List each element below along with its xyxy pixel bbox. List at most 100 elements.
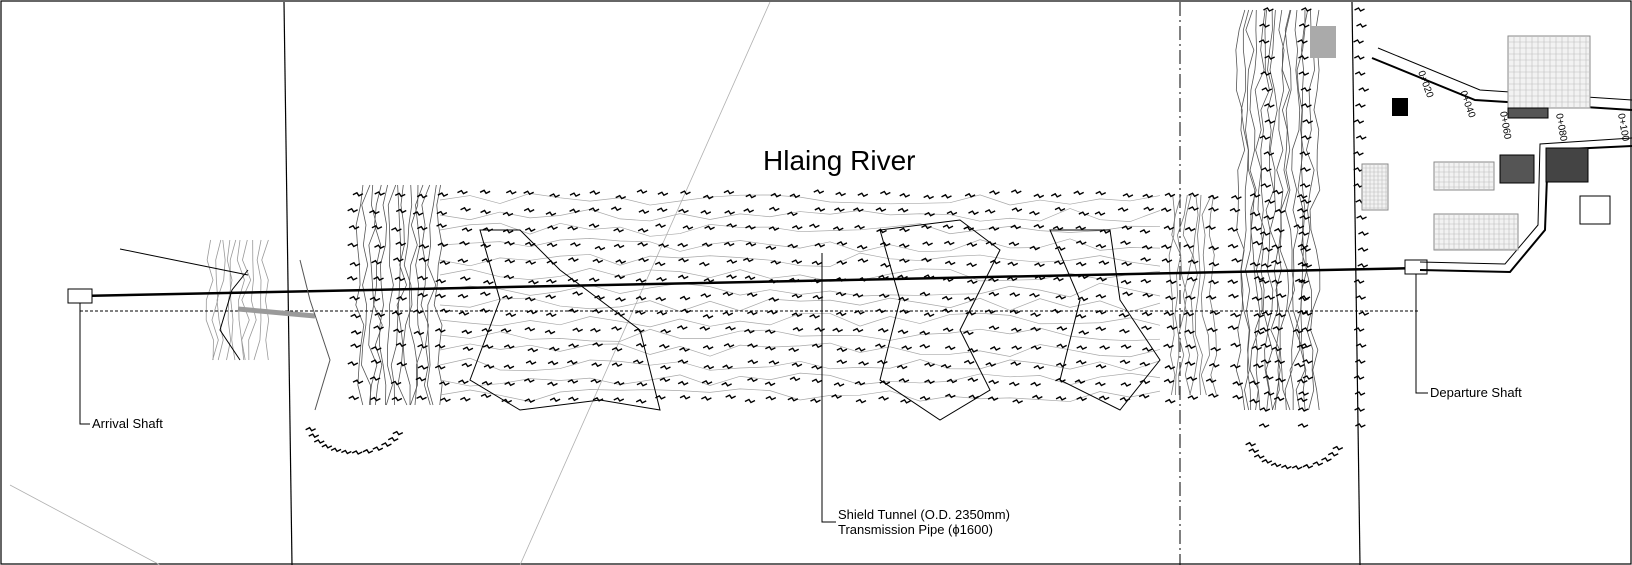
sounding-mark xyxy=(836,359,848,365)
sounding-mark xyxy=(1010,224,1022,230)
sounding-mark xyxy=(1260,343,1271,348)
sounding-mark xyxy=(1141,311,1153,317)
sounding-mark xyxy=(1184,295,1196,301)
sounding-mark xyxy=(967,347,979,353)
sounding-mark xyxy=(395,342,407,348)
sounding-mark xyxy=(656,207,668,213)
sounding-mark xyxy=(1297,39,1308,44)
sounding-mark xyxy=(387,436,399,442)
sounding-mark xyxy=(1298,391,1309,396)
sounding-mark xyxy=(457,189,468,195)
sounding-mark xyxy=(945,393,956,399)
sounding-mark xyxy=(744,275,756,281)
contour-line xyxy=(1168,194,1176,396)
sounding-mark xyxy=(854,309,865,315)
sounding-mark xyxy=(417,275,429,281)
sounding-mark xyxy=(1263,375,1274,380)
sounding-mark xyxy=(483,364,495,369)
sounding-mark xyxy=(1227,227,1239,232)
sounding-mark xyxy=(655,296,667,302)
sounding-mark xyxy=(989,190,1000,195)
contour-line xyxy=(1284,9,1295,411)
sounding-mark xyxy=(1095,309,1107,315)
sounding-mark xyxy=(1007,261,1019,267)
contour-line xyxy=(379,184,389,406)
depth-contour xyxy=(1049,229,1161,411)
station-mark-5: 0+100 xyxy=(1615,113,1631,143)
sounding-mark xyxy=(943,240,955,246)
sounding-mark xyxy=(374,244,385,250)
riverbed-contour xyxy=(439,208,1161,222)
sounding-mark xyxy=(1249,261,1261,267)
sounding-mark xyxy=(1139,229,1151,234)
sounding-mark xyxy=(594,295,605,300)
sounding-mark xyxy=(852,292,864,298)
sounding-mark xyxy=(613,397,625,402)
sounding-mark xyxy=(1227,279,1239,285)
sounding-mark xyxy=(611,346,623,352)
contour-line xyxy=(1177,194,1188,396)
contour-line xyxy=(1208,194,1217,396)
sounding-mark xyxy=(679,295,691,301)
sounding-mark xyxy=(1299,183,1311,188)
sounding-mark xyxy=(393,328,404,334)
arrival-shaft-label: Arrival Shaft xyxy=(92,416,163,431)
sounding-mark xyxy=(944,345,956,351)
sounding-mark xyxy=(1262,247,1273,252)
sounding-mark xyxy=(765,395,777,401)
sounding-mark xyxy=(590,378,602,384)
sounding-mark xyxy=(922,241,933,247)
sounding-mark xyxy=(417,292,428,298)
sounding-mark xyxy=(660,365,671,370)
sounding-mark xyxy=(1030,345,1042,351)
sounding-mark xyxy=(899,227,910,233)
contour-line xyxy=(1279,9,1292,411)
sounding-mark xyxy=(921,257,932,263)
sounding-mark xyxy=(611,326,622,331)
sounding-mark xyxy=(722,291,734,297)
contour-line xyxy=(241,239,252,361)
departure-shaft-label: Departure Shaft xyxy=(1430,385,1522,400)
sounding-mark xyxy=(417,343,428,349)
sounding-mark xyxy=(857,192,869,198)
sounding-mark xyxy=(1271,279,1282,285)
sounding-mark xyxy=(526,309,538,315)
contour-line xyxy=(261,239,270,361)
departure-shaft-leader xyxy=(1415,274,1428,394)
sounding-mark xyxy=(1187,395,1199,400)
sounding-mark xyxy=(369,296,381,302)
sounding-mark xyxy=(770,259,782,265)
sounding-mark xyxy=(1163,343,1174,349)
sounding-mark xyxy=(1232,394,1243,400)
sounding-mark xyxy=(1187,259,1199,265)
sounding-mark xyxy=(1074,379,1086,384)
sounding-mark xyxy=(633,328,645,333)
sounding-mark xyxy=(1260,183,1272,188)
sounding-mark xyxy=(347,361,359,366)
sounding-mark xyxy=(1165,279,1177,285)
sounding-mark xyxy=(1260,359,1272,364)
sounding-mark xyxy=(435,278,447,284)
sounding-mark xyxy=(460,206,471,212)
sounding-mark xyxy=(963,359,975,365)
sounding-mark xyxy=(967,377,979,383)
sounding-mark xyxy=(346,275,358,281)
sounding-mark xyxy=(1230,363,1241,369)
sounding-mark xyxy=(525,260,537,265)
sounding-mark xyxy=(1011,345,1022,351)
contour-line xyxy=(1245,9,1256,411)
building-hatched-3 xyxy=(1507,107,1549,119)
sounding-mark xyxy=(1358,87,1370,92)
sounding-mark xyxy=(396,295,407,301)
sounding-mark xyxy=(747,359,759,365)
sounding-mark xyxy=(1291,465,1303,470)
sounding-mark xyxy=(374,191,386,196)
sounding-mark xyxy=(1296,378,1308,384)
sounding-mark xyxy=(726,223,737,228)
sounding-mark xyxy=(1263,151,1275,156)
sounding-mark xyxy=(1302,119,1314,124)
sounding-mark xyxy=(1033,193,1045,199)
sounding-mark xyxy=(1264,55,1275,60)
sounding-mark xyxy=(1029,292,1040,298)
sounding-mark xyxy=(305,426,316,432)
